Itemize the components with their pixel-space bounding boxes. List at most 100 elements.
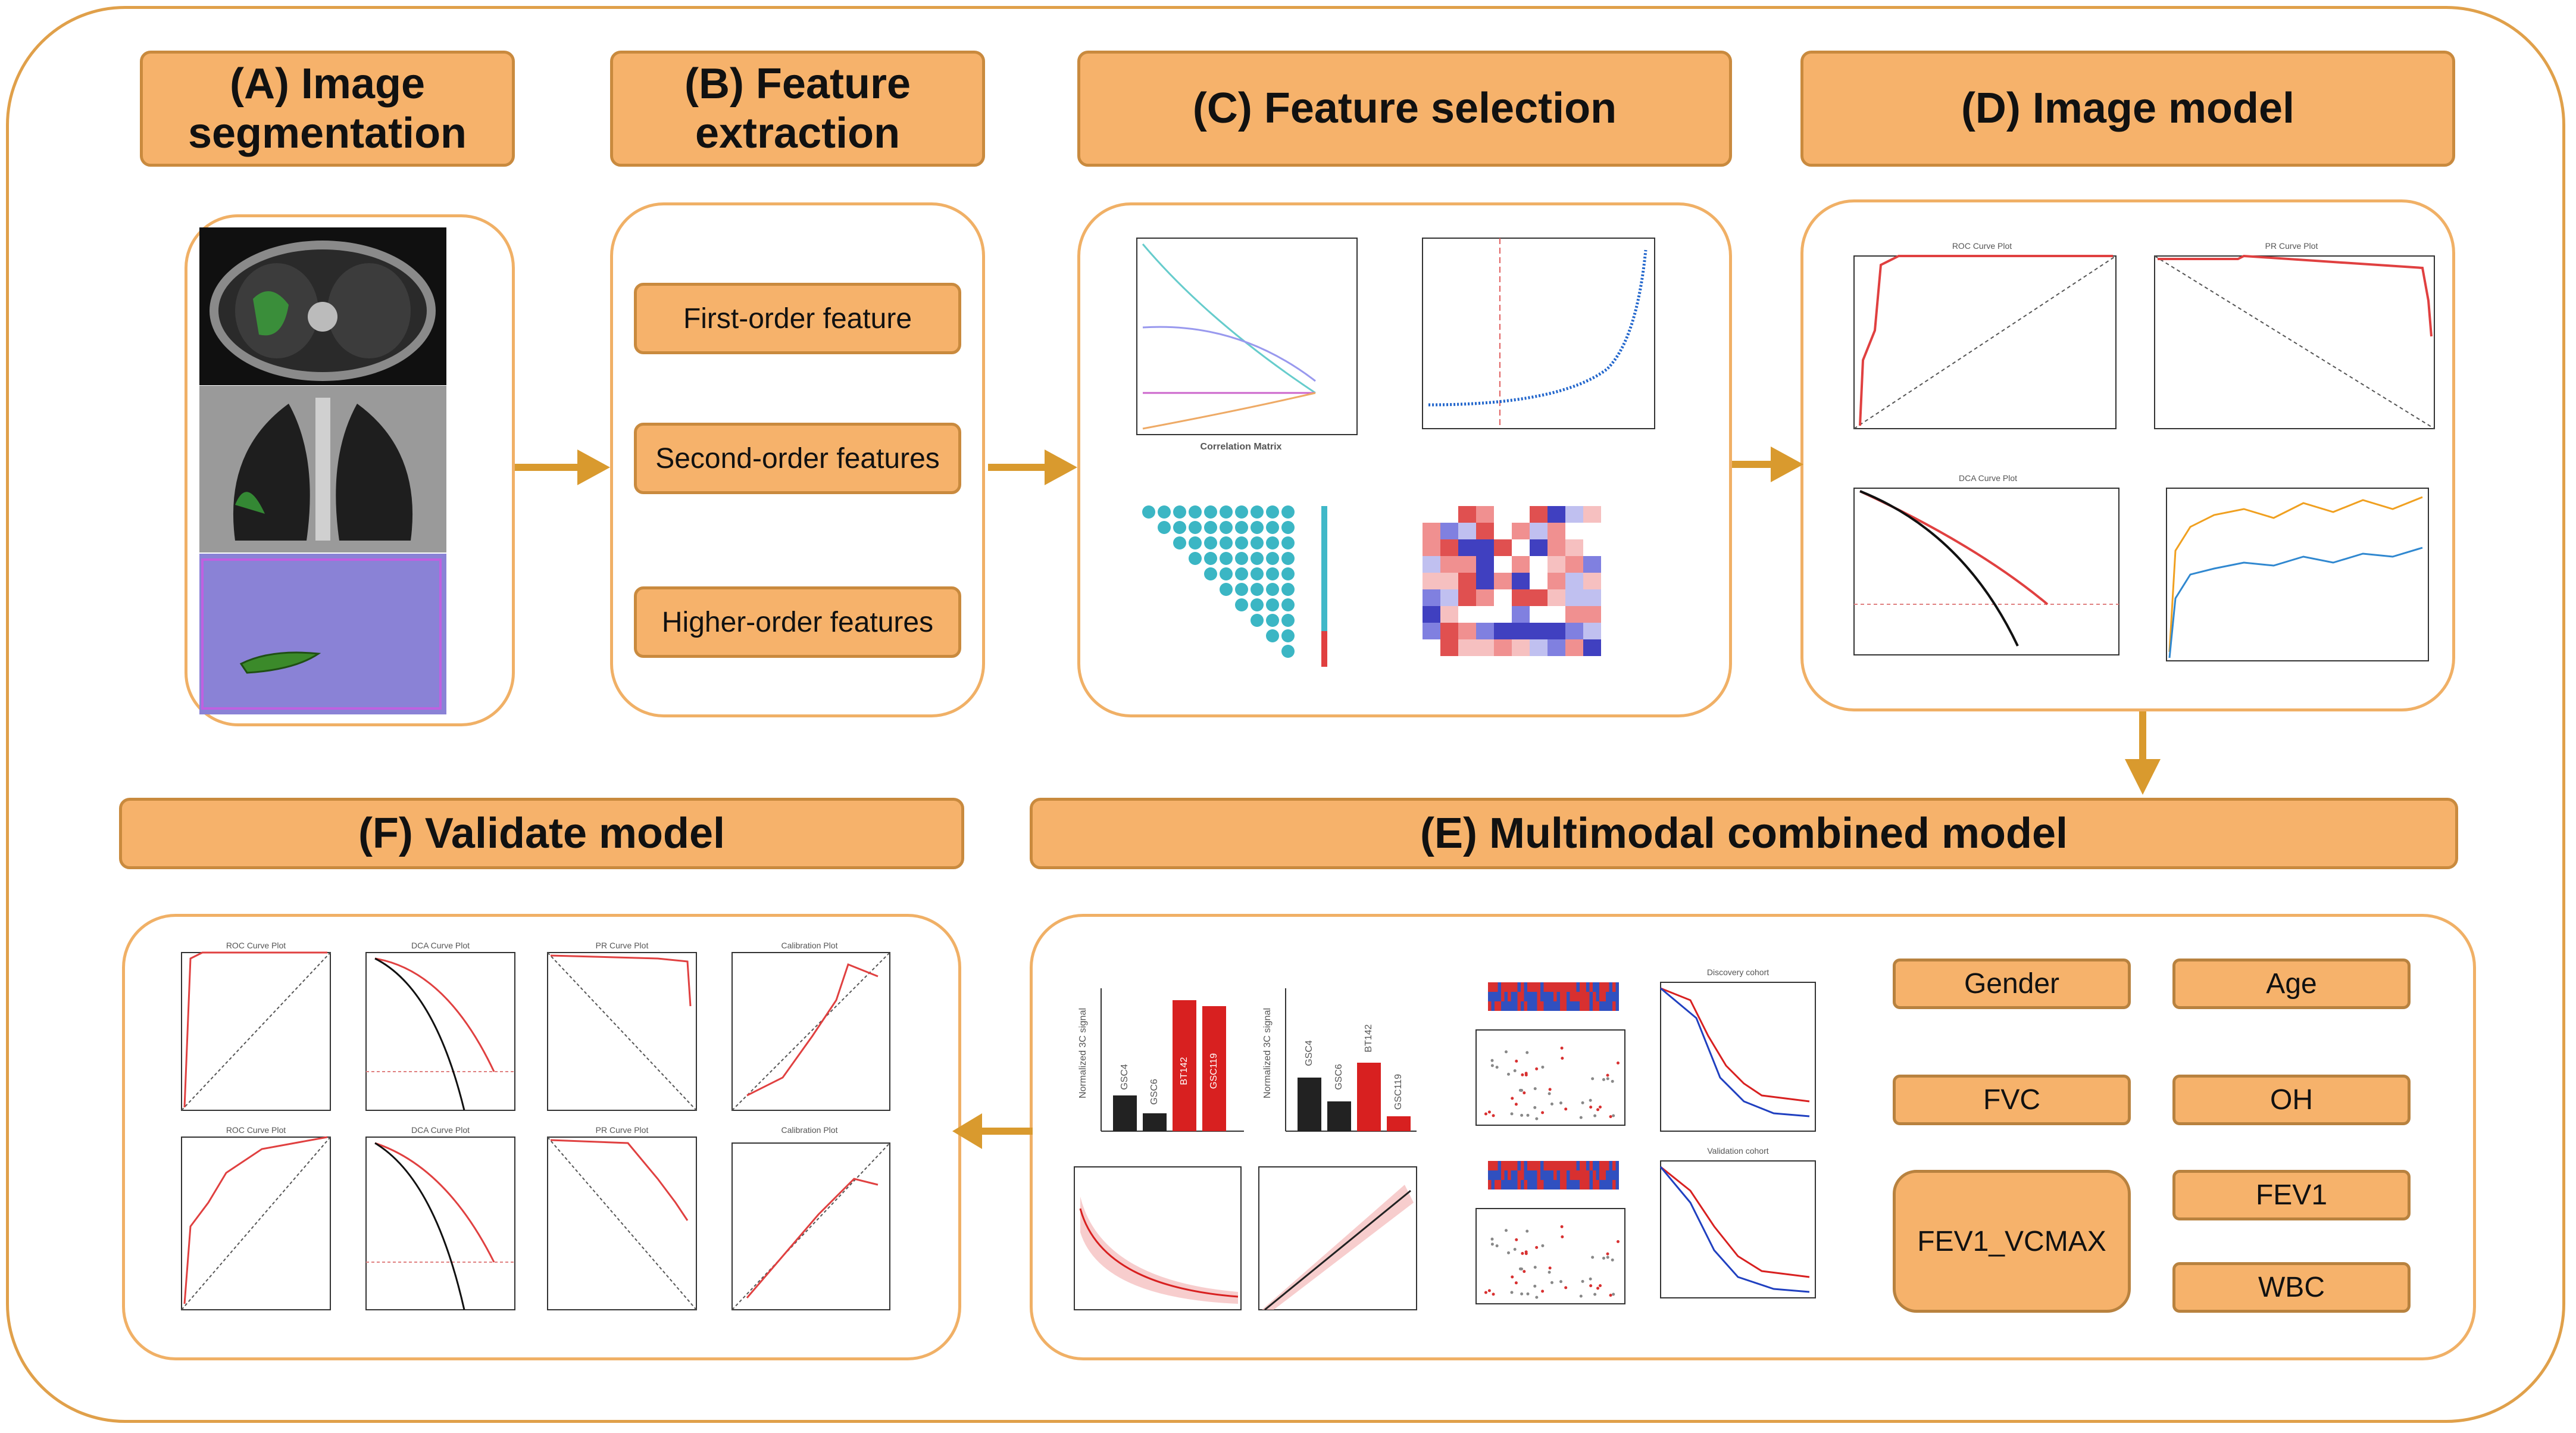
- corr-cell: [1220, 583, 1233, 596]
- heat-cell: [1548, 589, 1565, 606]
- surv-cell: [1521, 1180, 1524, 1190]
- surv-cell: [1567, 1180, 1570, 1190]
- surv-cell: [1570, 1170, 1573, 1180]
- surv-cell: [1567, 982, 1570, 992]
- variable-fev1-vcmax: FEV1_VCMAX: [1893, 1170, 2131, 1313]
- header-feature-selection: (C) Feature selection: [1077, 51, 1732, 167]
- heat-cell: [1530, 606, 1548, 623]
- surv-point: [1513, 1069, 1517, 1072]
- corr-cell: [1220, 552, 1233, 565]
- surv-cell: [1508, 1180, 1511, 1190]
- heat-cell: [1583, 589, 1601, 606]
- corr-cell: [1220, 521, 1233, 534]
- surv-cell: [1563, 1170, 1567, 1180]
- corr-cell: [1281, 505, 1295, 519]
- surv-point: [1492, 1114, 1495, 1117]
- heat-cell: [1476, 623, 1494, 639]
- surv-cell: [1560, 1161, 1564, 1170]
- surv-cell: [1609, 1161, 1612, 1170]
- heat-cell: [1548, 539, 1565, 556]
- surv-cell: [1530, 982, 1534, 992]
- header-validate-model: (F) Validate model: [119, 798, 964, 869]
- heat-cell: [1583, 506, 1601, 523]
- surv-cell: [1547, 1170, 1550, 1180]
- corr-cell: [1173, 521, 1186, 534]
- heat-cell: [1530, 623, 1548, 639]
- surv-cell: [1586, 982, 1590, 992]
- surv-cell: [1537, 1180, 1540, 1190]
- roc-curve-thumb-d: ROC Curve Plot: [1839, 241, 2125, 438]
- corr-cell: [1204, 521, 1217, 534]
- surv-cell: [1530, 1161, 1534, 1170]
- corr-cell: [1189, 505, 1202, 519]
- heat-cell: [1494, 606, 1512, 623]
- surv-point: [1612, 1292, 1615, 1296]
- surv-cell: [1498, 982, 1501, 992]
- surv-cell: [1602, 1170, 1606, 1180]
- bar-label-gsc119-right: GSC119: [1393, 1073, 1403, 1110]
- corr-cell: [1266, 629, 1279, 642]
- surv-point: [1535, 1245, 1539, 1249]
- surv-cell: [1602, 1001, 1606, 1011]
- surv-cell: [1583, 992, 1586, 1001]
- heat-cell: [1458, 606, 1476, 623]
- surv-cell: [1589, 1180, 1593, 1190]
- heat-cell: [1494, 556, 1512, 573]
- 3d-segmentation-view: [199, 554, 446, 714]
- surv-cell: [1606, 1170, 1609, 1180]
- surv-cell: [1615, 1180, 1619, 1190]
- surv-cell: [1586, 1161, 1590, 1170]
- corr-cell: [1266, 583, 1279, 596]
- surv-cell: [1615, 1170, 1619, 1180]
- corr-cell: [1235, 521, 1248, 534]
- surv-point: [1510, 1291, 1514, 1294]
- heat-cell: [1530, 573, 1548, 589]
- surv-cell: [1517, 1001, 1521, 1011]
- heat-cell: [1458, 573, 1476, 589]
- surv-cell: [1495, 1161, 1498, 1170]
- second-order-features-box: Second-order features: [634, 423, 961, 494]
- corr-cell: [1251, 614, 1264, 627]
- surv-cell: [1514, 1161, 1518, 1170]
- surv-point: [1589, 1277, 1592, 1281]
- surv-cell: [1543, 1180, 1547, 1190]
- surv-cell: [1573, 1161, 1577, 1170]
- surv-cell: [1615, 982, 1619, 992]
- surv-cell: [1599, 982, 1603, 992]
- surv-point: [1561, 1235, 1564, 1239]
- surv-cell: [1560, 1001, 1564, 1011]
- surv-point: [1581, 1101, 1584, 1104]
- surv-point: [1495, 1244, 1499, 1248]
- corr-cell: [1220, 505, 1233, 519]
- surv-cell: [1488, 1161, 1492, 1170]
- variable-fev1: FEV1: [2172, 1170, 2411, 1220]
- corr-cell: [1281, 536, 1295, 550]
- heat-cell: [1512, 589, 1530, 606]
- heat-cell: [1476, 589, 1494, 606]
- corr-cell: [1220, 536, 1233, 550]
- heat-cell: [1512, 506, 1530, 523]
- heat-cell: [1512, 606, 1530, 623]
- surv-cell: [1612, 992, 1616, 1001]
- bar-ylabel-right: Normalized 3C signal: [1262, 1007, 1273, 1099]
- surv-point: [1559, 1101, 1563, 1105]
- surv-cell: [1547, 1001, 1550, 1011]
- corr-cell: [1158, 505, 1171, 519]
- corr-cell: [1189, 552, 1202, 565]
- bar-chart-thumb-right: Normalized 3C signal GSC4 GSC6 BT142 GSC…: [1250, 976, 1423, 1155]
- surv-point: [1487, 1110, 1491, 1114]
- surv-cell: [1517, 1180, 1521, 1190]
- surv-cell: [1498, 1001, 1501, 1011]
- surv-cell: [1543, 1170, 1547, 1180]
- heat-cell: [1583, 623, 1601, 639]
- surv-point: [1520, 1113, 1524, 1117]
- surv-cell: [1530, 1170, 1534, 1180]
- ct-image-coronal: [199, 386, 446, 552]
- header-multimodal-combined-model: (E) Multimodal combined model: [1030, 798, 2458, 869]
- heat-cell: [1548, 639, 1565, 656]
- surv-cell: [1596, 1161, 1599, 1170]
- heat-cell: [1512, 539, 1530, 556]
- surv-cell: [1524, 982, 1527, 992]
- corr-cell: [1266, 614, 1279, 627]
- surv-cell: [1606, 1161, 1609, 1170]
